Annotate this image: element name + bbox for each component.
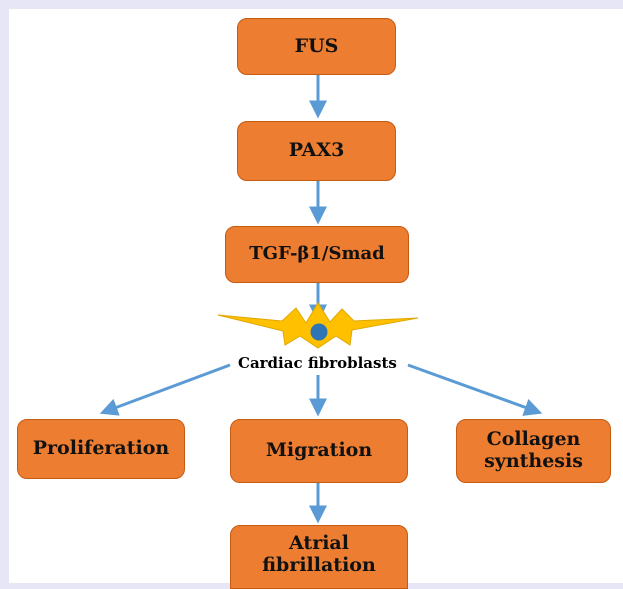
cardiac-fibroblasts-label: Cardiac fibroblasts xyxy=(238,354,397,372)
fibroblast-nucleus xyxy=(310,323,328,341)
node-tgf-smad: TGF-β1/Smad xyxy=(225,226,409,283)
node-fus: FUS xyxy=(237,18,396,75)
node-migration-label: Migration xyxy=(265,439,373,462)
node-collagen-synthesis: Collagen synthesis xyxy=(456,419,611,483)
node-af-line1: Atrial xyxy=(289,532,349,554)
node-fus-label: FUS xyxy=(294,34,339,57)
arrow-cell-proliferation xyxy=(99,363,231,416)
node-collagen-line2: synthesis xyxy=(484,450,583,472)
node-pax3: PAX3 xyxy=(237,121,396,181)
node-af-line2: fibrillation xyxy=(262,553,376,576)
node-atrial-fibrillation: Atrial fibrillation xyxy=(230,525,408,589)
arrow-cell-collagen xyxy=(407,363,543,416)
node-proliferation: Proliferation xyxy=(17,419,185,479)
node-migration: Migration xyxy=(230,419,408,483)
node-tgf-smad-label: TGF-β1/Smad xyxy=(249,243,385,265)
node-proliferation-label: Proliferation xyxy=(32,437,170,460)
node-pax3-label: PAX3 xyxy=(288,139,345,162)
node-collagen-line1: Collagen xyxy=(486,428,581,451)
